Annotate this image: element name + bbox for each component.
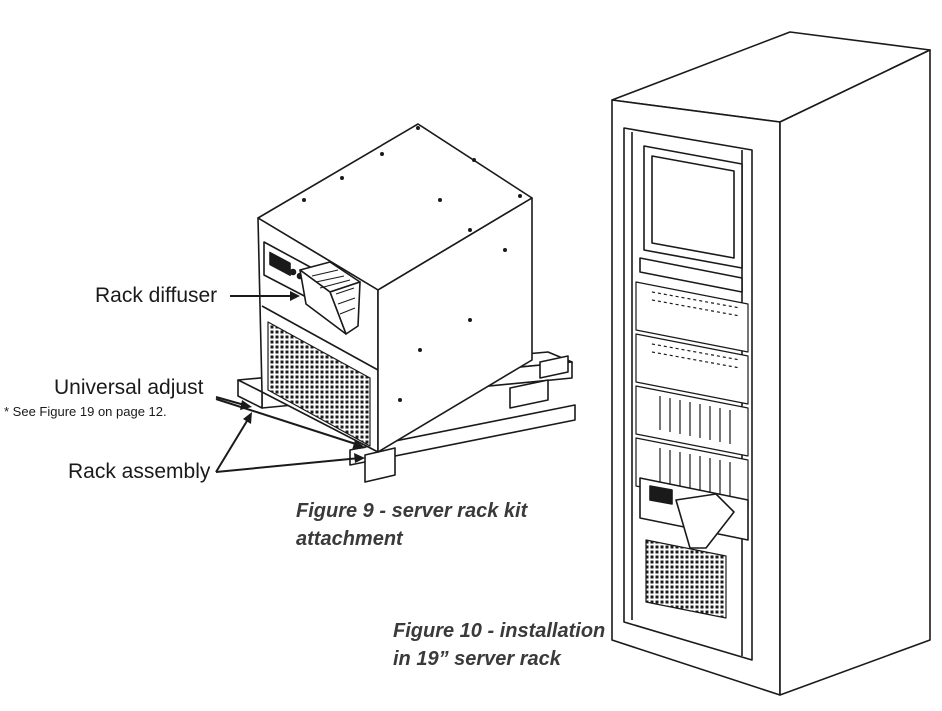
unit-side [377, 197, 533, 453]
figure9-caption-line2: attachment [296, 528, 403, 550]
rack-diffuser-shape [299, 261, 361, 335]
rack-assembly-label: Rack assembly [68, 460, 211, 483]
ac-unit-drawing [237, 123, 576, 483]
universal-adjust-label: Universal adjust [54, 376, 204, 399]
figure9-caption-line1: Figure 9 - server rack kit [296, 500, 528, 522]
rack-side [779, 49, 931, 696]
rack-unit-diffuser [675, 493, 735, 549]
universal-adjust-note: * See Figure 19 on page 12. [4, 404, 167, 419]
figure10-caption-line2: in 19” server rack [393, 648, 561, 670]
leader-lines [215, 291, 366, 473]
rack-servers [635, 281, 749, 509]
front-grill [267, 321, 371, 447]
server-rack-drawing [611, 31, 931, 696]
rack-diffuser-label: Rack diffuser [95, 284, 218, 307]
figure9-caption: Figure 9 - server rack kit attachment [296, 497, 527, 553]
figure10-caption-line1: Figure 10 - installation [393, 620, 606, 642]
figure10-caption: Figure 10 - installation in 19” server r… [393, 617, 605, 673]
rack-unit-grill [645, 539, 727, 619]
